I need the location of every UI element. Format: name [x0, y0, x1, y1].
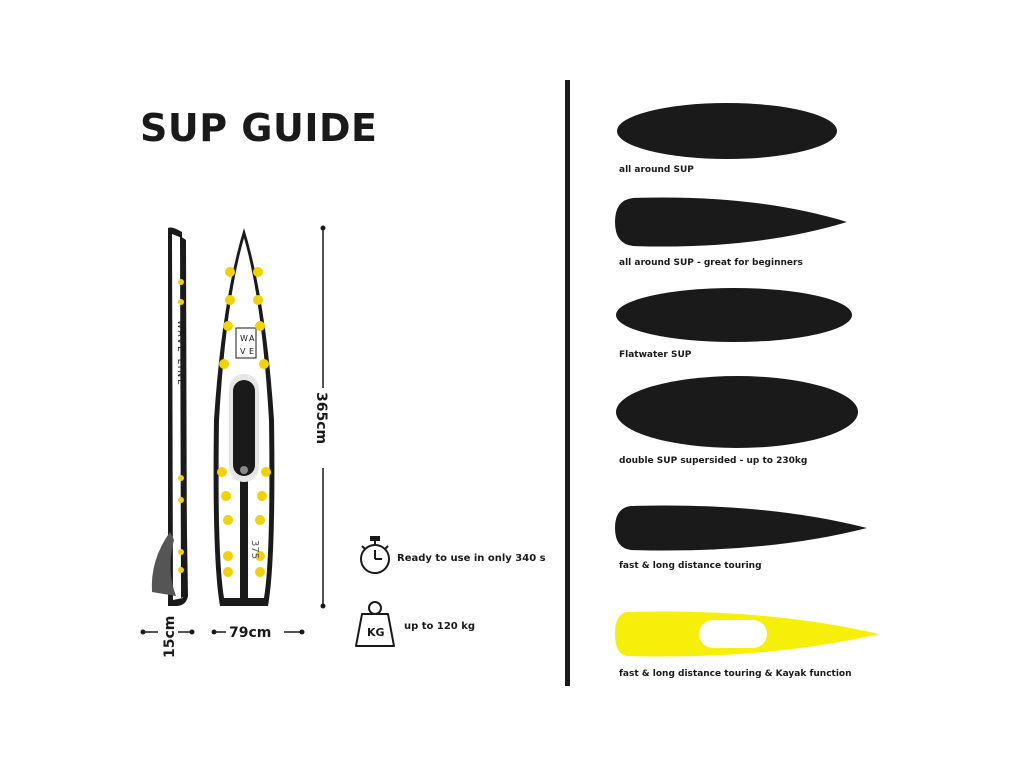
logo-letter-w: W [240, 334, 248, 343]
width-dimension: 79cm [211, 622, 305, 642]
shape-label-beginner: all around SUP - great for beginners [619, 258, 803, 268]
brand-side-text: WAVE LINE [175, 320, 185, 387]
max-weight-text: up to 120 kg [404, 621, 476, 632]
shape-touring-outline [615, 505, 867, 551]
fin-icon [151, 532, 176, 596]
page-title: SUP GUIDE [140, 106, 378, 150]
vertical-divider [565, 80, 570, 686]
shape-touring [615, 505, 867, 551]
board-handles [217, 267, 271, 577]
logo-letter-a: A [249, 334, 255, 343]
thickness-label: 15cm [162, 616, 178, 658]
logo-letter-v: V [240, 347, 246, 356]
shape-beginner-outline [615, 197, 847, 247]
shape-kayak-cockpit [699, 620, 767, 648]
shape-all-around-outline [617, 103, 837, 159]
board-top-view: W A V E 375 [213, 228, 275, 606]
shape-beginner [615, 197, 847, 247]
setup-time-text: Ready to use in only 340 s [397, 553, 546, 564]
weight-icon-label: KG [367, 626, 385, 639]
shape-label-touring: fast & long distance touring [619, 561, 762, 571]
shape-double-outline [616, 376, 858, 448]
width-label: 79cm [229, 625, 271, 641]
shape-label-kayak: fast & long distance touring & Kayak fun… [619, 669, 852, 679]
length-dimension: 365cm [312, 225, 334, 609]
shape-flatwater [616, 288, 852, 342]
shape-label-double: double SUP supersided - up to 230kg [619, 456, 808, 466]
weight-icon: KG [355, 601, 395, 647]
model-number: 375 [249, 540, 260, 559]
stopwatch-icon [360, 536, 390, 574]
shape-kayak [615, 611, 879, 657]
logo-letter-e: E [249, 347, 254, 356]
thickness-dimension: 15cm [140, 610, 195, 660]
length-label: 365cm [313, 392, 329, 444]
board-side-view: WAVE LINE [151, 227, 188, 606]
shape-double [616, 376, 858, 448]
shape-label-flatwater: Flatwater SUP [619, 350, 692, 360]
shape-label-all-around: all around SUP [619, 165, 694, 175]
shape-flatwater-outline [616, 288, 852, 342]
shape-all-around [617, 103, 837, 159]
board-illustration: WAVE LINE W A V E 375 [140, 225, 395, 660]
